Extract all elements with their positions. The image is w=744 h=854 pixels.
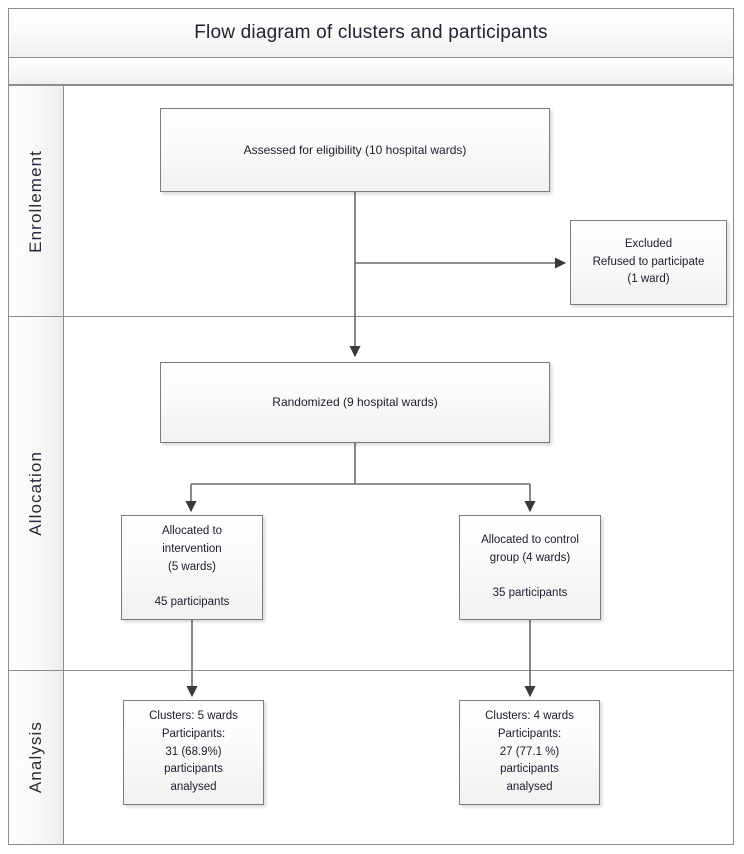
node-randomized[interactable]: Randomized (9 hospital wards): [160, 362, 550, 443]
node-analysis-intervention[interactable]: Clusters: 5 wards Participants: 31 (68.9…: [123, 700, 264, 805]
lane-gutter-divider: [63, 85, 64, 845]
diagram-subtitle-bar: [8, 58, 734, 85]
lane-label-analysis-text: Analysis: [26, 721, 45, 794]
diagram-frame: [8, 85, 734, 845]
lane-label-allocation-text: Allocation: [26, 451, 45, 536]
lane-label-allocation: Allocation: [9, 317, 63, 670]
node-excluded-text: Excluded Refused to participate (1 ward): [592, 237, 705, 286]
diagram-title-bar: Flow diagram of clusters and participant…: [8, 8, 734, 58]
node-randomized-text: Randomized (9 hospital wards): [272, 395, 438, 410]
node-excluded[interactable]: Excluded Refused to participate (1 ward): [570, 220, 727, 305]
lane-label-enrollment-text: Enrollement: [26, 149, 45, 253]
node-allocated-intervention[interactable]: Allocated to intervention (5 wards) 45 p…: [121, 515, 263, 620]
node-analysis-control[interactable]: Clusters: 4 wards Participants: 27 (77.1…: [459, 700, 600, 805]
node-analysis-control-text: Clusters: 4 wards Participants: 27 (77.1…: [485, 709, 574, 794]
page-title: Flow diagram of clusters and participant…: [194, 22, 548, 43]
node-assessed-for-eligibility[interactable]: Assessed for eligibility (10 hospital wa…: [160, 108, 550, 192]
lane-divider-allocation-analysis: [8, 670, 734, 671]
node-allocated-control[interactable]: Allocated to control group (4 wards) 35 …: [459, 515, 601, 620]
node-allocated-intervention-text: Allocated to intervention (5 wards) 45 p…: [154, 524, 230, 609]
node-analysis-intervention-text: Clusters: 5 wards Participants: 31 (68.9…: [149, 709, 238, 794]
lane-label-analysis: Analysis: [9, 671, 63, 844]
node-assessed-text: Assessed for eligibility (10 hospital wa…: [243, 142, 467, 157]
lane-label-enrollment: Enrollement: [9, 86, 63, 316]
lane-divider-enrollment-allocation: [8, 316, 734, 317]
node-allocated-control-text: Allocated to control group (4 wards) 35 …: [481, 533, 579, 600]
